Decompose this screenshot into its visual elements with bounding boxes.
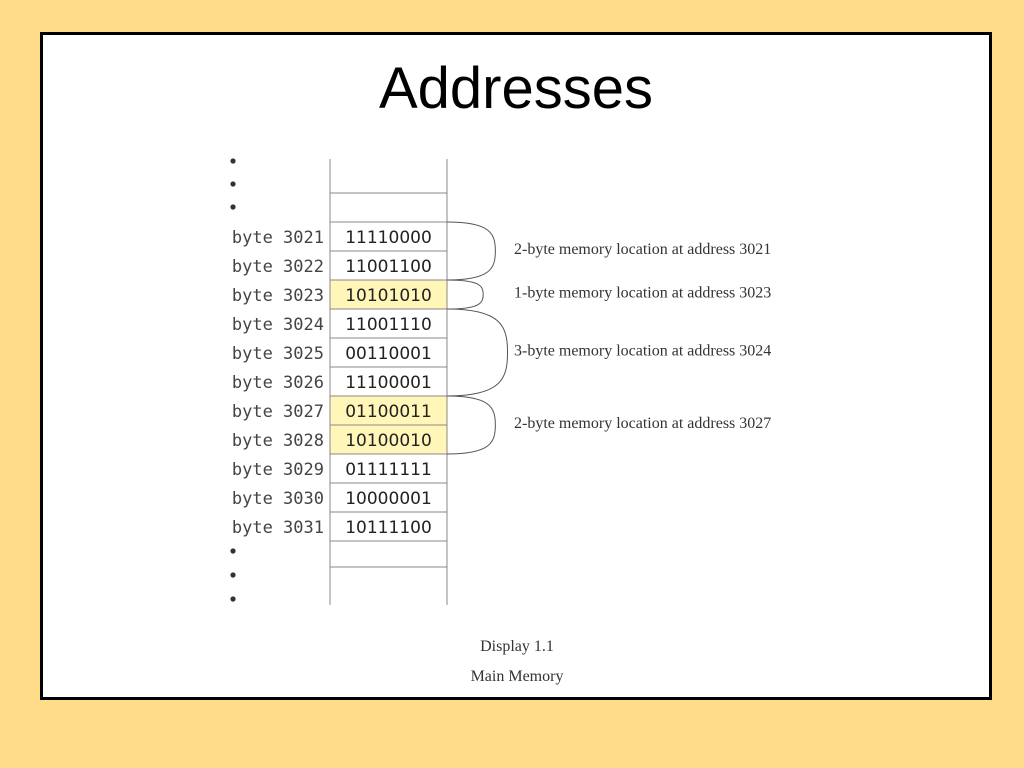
memory-row: byte 3023 10101010 <box>232 280 447 309</box>
memory-row: byte 3027 01100011 <box>232 396 447 425</box>
memory-row: byte 3028 10100010 <box>232 425 447 454</box>
byte-value: 10111100 <box>345 518 432 538</box>
byte-value: 11001110 <box>345 315 432 335</box>
ellipsis-dot <box>230 596 236 602</box>
ellipsis-dot <box>230 204 236 210</box>
byte-address-label: byte 3025 <box>232 344 324 364</box>
location-brace <box>446 308 509 397</box>
byte-value: 01100011 <box>345 402 432 422</box>
location-brace <box>446 279 484 310</box>
byte-address-label: byte 3023 <box>232 286 324 306</box>
top-ellipsis <box>230 158 236 210</box>
ellipsis-dot <box>230 572 236 578</box>
cell-highlight <box>330 280 447 309</box>
caption-display-number: Display 1.1 <box>480 638 554 655</box>
memory-row: byte 3026 11100001 <box>232 373 432 393</box>
caption-main-memory: Main Memory <box>471 668 564 685</box>
memory-row: byte 3024 11001110 <box>232 315 432 335</box>
memory-row: byte 3025 00110001 <box>232 344 432 364</box>
cell-highlight <box>330 396 447 425</box>
memory-location: 1-byte memory location at address 3023 <box>446 279 771 310</box>
memory-row: byte 3029 01111111 <box>232 460 432 480</box>
location-label: 2-byte memory location at address 3027 <box>514 415 771 432</box>
memory-row: byte 3030 10000001 <box>232 489 432 509</box>
memory-column-frame <box>329 159 448 605</box>
byte-address-label: byte 3030 <box>232 489 324 509</box>
memory-row: byte 3031 10111100 <box>232 518 432 538</box>
byte-address-label: byte 3022 <box>232 257 324 277</box>
memory-row: byte 3022 11001100 <box>232 257 432 277</box>
cell-highlight <box>330 425 447 454</box>
byte-value: 10100010 <box>345 431 432 451</box>
memory-location: 2-byte memory location at address 3027 <box>446 395 771 455</box>
location-brace <box>446 395 496 455</box>
ellipsis-dot <box>230 181 236 187</box>
slide: Addresses byte 3021 11110000 byte 3022 1100… <box>40 32 992 700</box>
location-label: 2-byte memory location at address 3021 <box>514 241 771 258</box>
byte-address-label: byte 3026 <box>232 373 324 393</box>
location-brace <box>446 221 496 281</box>
byte-address-label: byte 3024 <box>232 315 324 335</box>
byte-value: 00110001 <box>345 344 432 364</box>
byte-address-label: byte 3027 <box>232 402 324 422</box>
byte-value: 11001100 <box>345 257 432 277</box>
byte-address-label: byte 3029 <box>232 460 324 480</box>
memory-row: byte 3021 11110000 <box>232 228 432 248</box>
byte-value: 10101010 <box>345 286 432 306</box>
byte-address-label: byte 3021 <box>232 228 324 248</box>
byte-address-label: byte 3031 <box>232 518 324 538</box>
memory-location: 3-byte memory location at address 3024 <box>446 308 771 397</box>
location-label: 1-byte memory location at address 3023 <box>514 285 771 302</box>
byte-address-label: byte 3028 <box>232 431 324 451</box>
slide-title: Addresses <box>378 56 654 121</box>
location-label: 3-byte memory location at address 3024 <box>514 343 771 360</box>
byte-value: 01111111 <box>345 460 432 480</box>
byte-value: 11100001 <box>345 373 432 393</box>
memory-location: 2-byte memory location at address 3021 <box>446 221 771 281</box>
ellipsis-dot <box>230 158 236 164</box>
memory-location-braces: 2-byte memory location at address 3021 1-… <box>446 221 771 455</box>
byte-value: 11110000 <box>345 228 432 248</box>
bottom-ellipsis <box>230 548 236 602</box>
byte-value: 10000001 <box>345 489 432 509</box>
ellipsis-dot <box>230 548 236 554</box>
